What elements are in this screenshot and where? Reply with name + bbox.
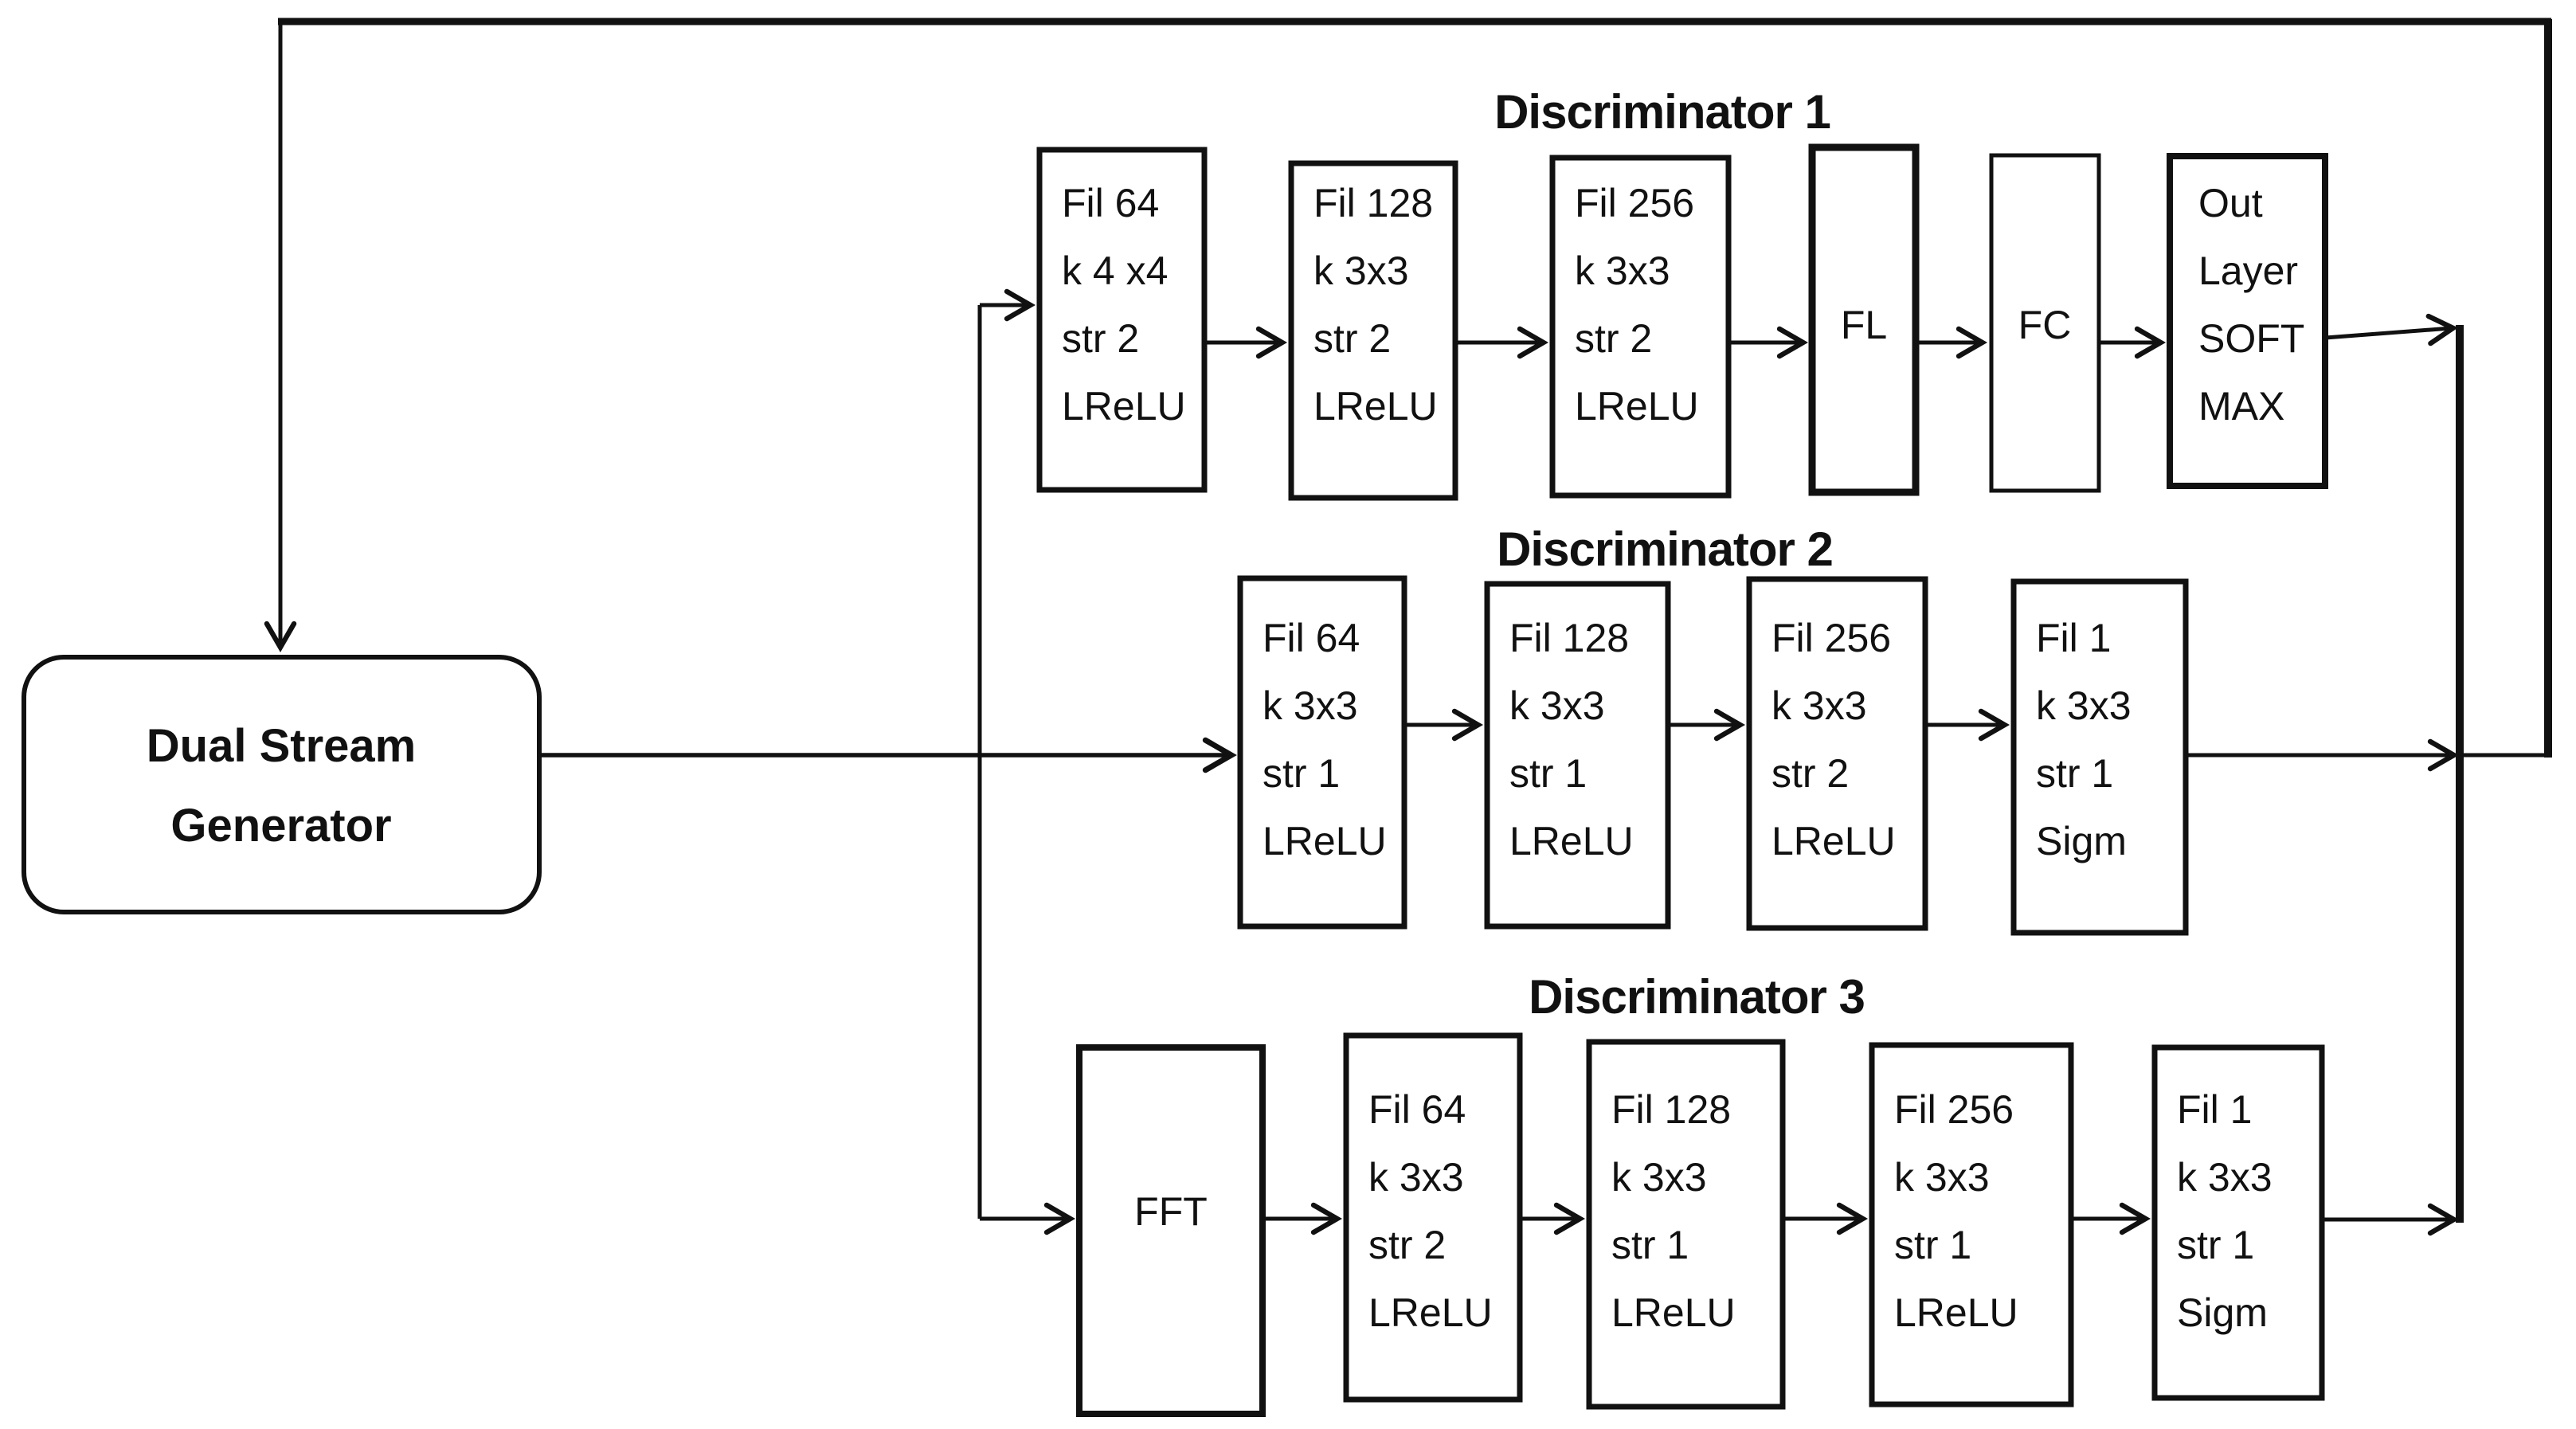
generator-label-line2: Generator [170,800,391,852]
d1-box-fc [1989,153,2101,493]
feedback-loop [264,18,2552,1223]
d1-box-fil256 [1549,155,1732,499]
d3-box-fil64 [1343,1032,1523,1403]
d2-fil256-line2: k 3x3 [1771,683,1867,728]
d3-fil64-line4: LReLU [1368,1290,1493,1335]
d1-fc-label: FC [2018,303,2072,347]
d3-fil256-line4: LReLU [1894,1290,2018,1335]
d3-fil1-line2: k 3x3 [2177,1155,2273,1200]
d3-fil256-line3: str 1 [1894,1223,1971,1267]
d1-box-fil128 [1288,160,1458,501]
d1-fil256-line2: k 3x3 [1575,249,1670,293]
generator-box [22,655,542,914]
d2-title: Discriminator 2 [1497,523,1833,576]
d3-title: Discriminator 3 [1529,970,1865,1024]
d3-fil1-line4: Sigm [2177,1290,2268,1335]
d2-box-fil64 [1237,575,1407,930]
d2-fil64-line3: str 1 [1263,751,1340,796]
d2-fil1-line2: k 3x3 [2036,683,2132,728]
d3-fil64-line2: k 3x3 [1368,1155,1464,1200]
d1-box-fl [1808,143,1920,496]
arrow-d1-output-to-merge [2324,313,2458,346]
d3-fil128-line2: k 3x3 [1611,1155,1707,1200]
d1-fil128-line4: LReLU [1313,384,1438,429]
d1-fil256-line1: Fil 256 [1575,181,1694,225]
d3-box-fil1-sigm [2151,1044,2325,1401]
d2-fil128-line3: str 1 [1509,751,1587,796]
d1-connectors [1204,313,2458,359]
d3-fil128-line1: Fil 128 [1611,1087,1731,1132]
d3-connectors [1263,1202,2460,1236]
d3-fil128-line4: LReLU [1611,1290,1736,1335]
d2-fil1-line4: Sigm [2036,819,2127,863]
d1-out-line2: Layer [2198,249,2298,293]
d2-connectors [1404,708,2460,772]
d2-fil128-line4: LReLU [1509,819,1634,863]
d3-fil256-line1: Fil 256 [1894,1087,2014,1132]
d3-fil64-line1: Fil 64 [1368,1087,1466,1132]
generator-fanout [539,288,1237,1235]
d2-fil128-line1: Fil 128 [1509,616,1629,660]
d1-out-line1: Out [2198,181,2263,225]
discriminator-1: Discriminator 1 Fil 64 k 4 x4 str 2 LReL… [1036,85,2328,501]
d2-fil1-line1: Fil 1 [2036,616,2111,660]
d1-box-fil64 [1036,147,1208,493]
d2-fil1-line3: str 1 [2036,751,2113,796]
d1-fil64-line4: LReLU [1062,384,1186,429]
d3-fil1-line3: str 1 [2177,1223,2254,1267]
d3-fil128-line3: str 1 [1611,1223,1689,1267]
discriminator-2: Discriminator 2 Fil 64 k 3x3 str 1 LReLU… [1237,523,2189,936]
d3-box-fil256 [1869,1042,2074,1407]
d1-out-line4: MAX [2198,384,2284,429]
d1-fil64-line3: str 2 [1062,316,1139,361]
d2-fil64-line2: k 3x3 [1263,683,1358,728]
d3-fft-label: FFT [1134,1189,1208,1234]
d1-fl-label: FL [1841,303,1887,347]
d2-box-fil128 [1484,581,1671,930]
d1-fil128-line3: str 2 [1313,316,1391,361]
d3-box-fft [1076,1044,1266,1417]
d1-fil128-line1: Fil 128 [1313,181,1433,225]
d3-fil256-line2: k 3x3 [1894,1155,1990,1200]
d3-box-fil128 [1586,1039,1786,1410]
discriminator-3: Discriminator 3 FFT Fil 64 k 3x3 str 2 L… [1076,970,2325,1417]
generator-label-line1: Dual Stream [147,720,416,772]
generator-node: Dual Stream Generator [22,655,542,914]
d1-fil64-line1: Fil 64 [1062,181,1159,225]
d3-fil64-line3: str 2 [1368,1223,1446,1267]
d1-fil256-line4: LReLU [1575,384,1699,429]
d1-title: Discriminator 1 [1494,85,1830,139]
d1-out-line3: SOFT [2198,316,2304,361]
d1-fil128-line2: k 3x3 [1313,249,1409,293]
d2-box-fil1-sigm [2010,578,2189,936]
d2-fil64-line4: LReLU [1263,819,1387,863]
d2-fil256-line4: LReLU [1771,819,1896,863]
d2-fil128-line2: k 3x3 [1509,683,1605,728]
d2-fil64-line1: Fil 64 [1263,616,1360,660]
d1-fil64-line2: k 4 x4 [1062,249,1168,293]
d2-fil256-line1: Fil 256 [1771,616,1891,660]
d2-box-fil256 [1746,576,1928,931]
d1-box-out-softmax [2167,153,2328,489]
d1-fil256-line3: str 2 [1575,316,1652,361]
d2-fil256-line3: str 2 [1771,751,1849,796]
d3-fil1-line1: Fil 1 [2177,1087,2252,1132]
